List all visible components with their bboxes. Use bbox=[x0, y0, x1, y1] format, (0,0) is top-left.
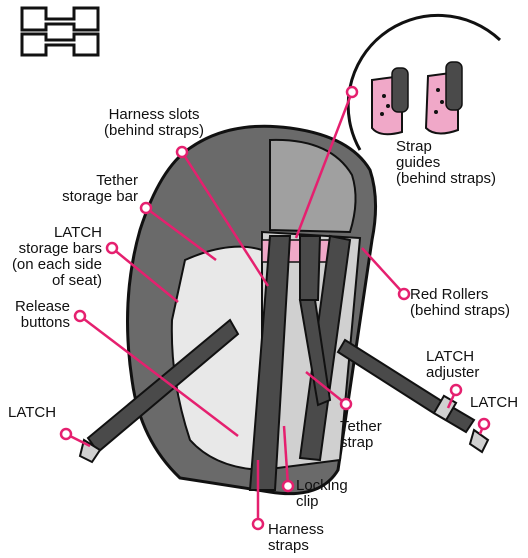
label-latch-left: LATCH bbox=[8, 405, 56, 421]
seat-type-icon bbox=[22, 8, 98, 55]
magnifier-detail bbox=[344, 15, 500, 150]
label-red-rollers: Red Rollers(behind straps) bbox=[410, 287, 510, 319]
strap-guide-right bbox=[426, 62, 462, 134]
label-harness-slots: Harness slots(behind straps) bbox=[104, 107, 204, 139]
label-latch-right: LATCH bbox=[470, 395, 518, 411]
strap-guide-left bbox=[372, 68, 408, 134]
